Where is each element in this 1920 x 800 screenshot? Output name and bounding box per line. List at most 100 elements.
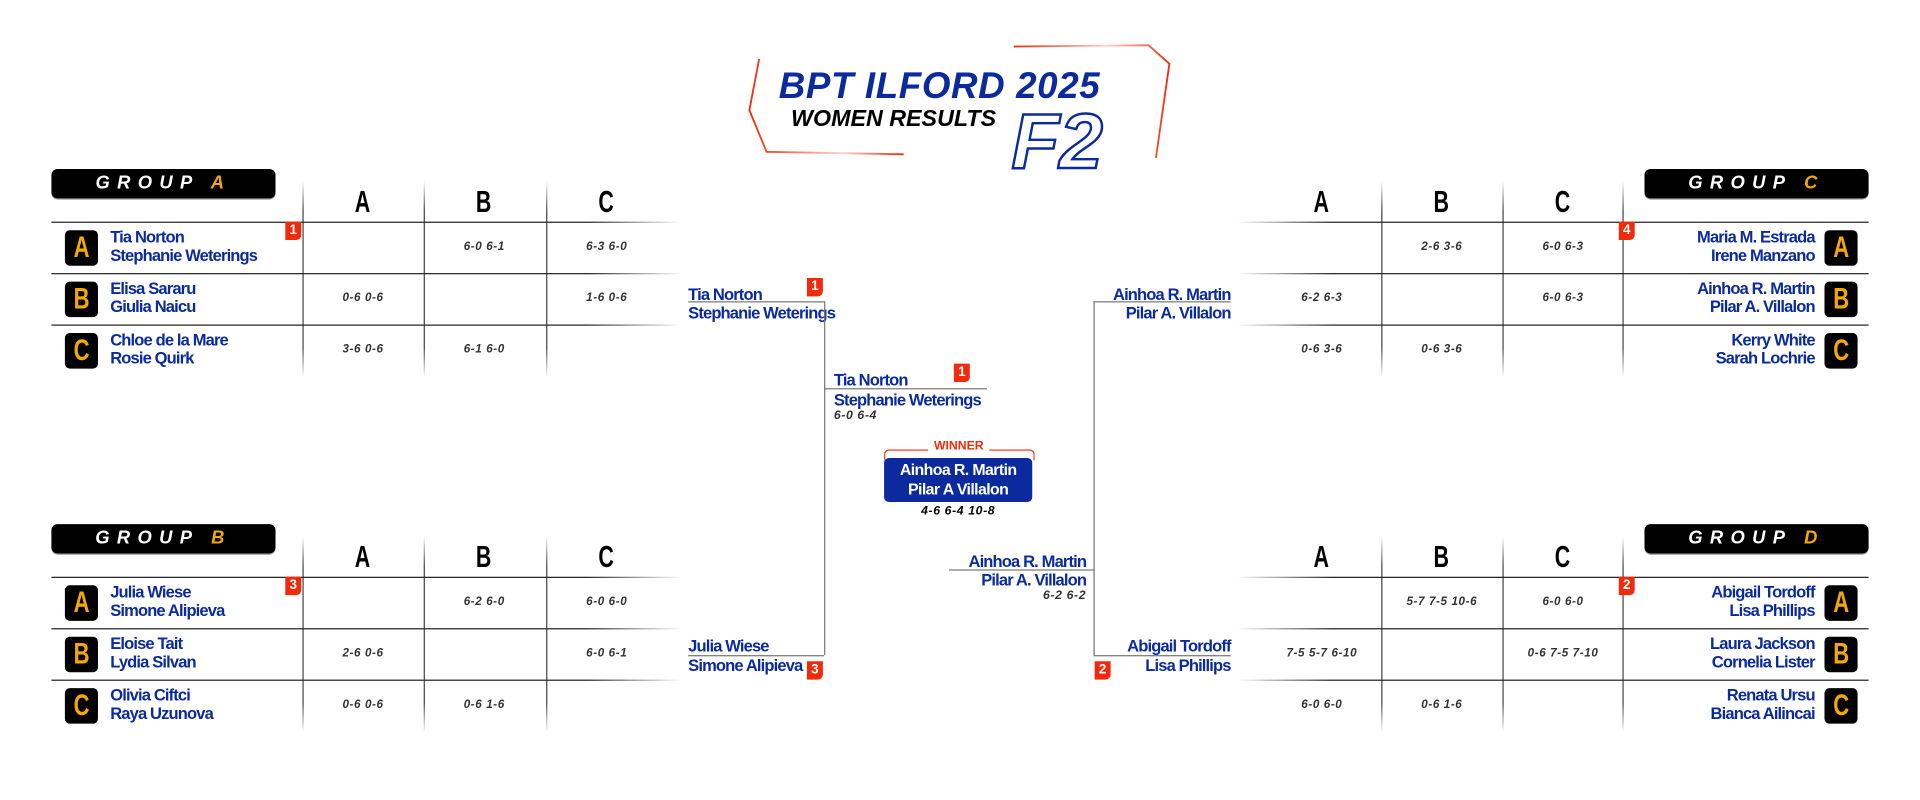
row-divider — [1236, 679, 1869, 681]
grid-divider — [1622, 181, 1624, 378]
group-d-title: GROUP D — [1644, 524, 1869, 554]
player-name: Irene Manzano — [1711, 246, 1816, 265]
bracket-line — [824, 301, 826, 656]
grid-divider — [302, 181, 304, 378]
column-header: B — [475, 540, 492, 575]
grid-divider — [546, 181, 548, 378]
grid-divider — [1381, 181, 1383, 378]
score-cell: 6-1 6-0 — [463, 342, 505, 357]
player-name: Stephanie Weterings — [110, 246, 258, 265]
score-cell: 0-6 3-6 — [1421, 342, 1463, 357]
group-a-title: GROUP A — [51, 168, 276, 199]
team-letter-badge: B — [1824, 281, 1858, 318]
team-letter-badge: A — [64, 585, 98, 621]
score-cell: 0-6 0-6 — [342, 697, 384, 712]
grid-divider — [1502, 536, 1504, 733]
row-divider — [1236, 576, 1869, 578]
player-name: Chloe de la Mare — [110, 330, 229, 349]
team-letter: B — [1833, 282, 1849, 316]
score-cell: 2-6 0-6 — [342, 646, 384, 661]
final-right-p1: Ainhoa R. Martin — [968, 552, 1087, 571]
player-name: Giulia Naicu — [110, 297, 196, 316]
seed-badge: 1 — [806, 277, 823, 297]
column-header: A — [354, 184, 371, 220]
team-letter: B — [1833, 637, 1849, 672]
grid-divider — [1622, 536, 1624, 733]
score-cell: 6-2 6-0 — [463, 595, 505, 609]
player-name: Eloise Tait — [110, 634, 183, 653]
score-cell: 6-0 6-1 — [463, 240, 505, 254]
grid-divider — [423, 536, 425, 733]
bracket-line — [824, 388, 987, 390]
winner-p2: Pilar A Villalon — [908, 480, 1009, 499]
bracket-line — [688, 655, 825, 657]
team-letter: C — [1833, 689, 1849, 723]
final-left-score: 6-0 6-4 — [833, 408, 877, 423]
player-name: Tia Norton — [110, 227, 185, 247]
score-cell: 5-7 7-5 10-6 — [1406, 595, 1478, 609]
grid-divider — [546, 536, 548, 733]
seed-badge: 1 — [953, 363, 970, 383]
player-name: Lisa Phillips — [1729, 601, 1815, 620]
team-letter-badge: A — [1824, 585, 1858, 621]
column-header: C — [598, 184, 614, 220]
winner-label: WINNER — [928, 439, 990, 455]
sf-right-bottom-p1: Abigail Tordoff — [1127, 636, 1231, 656]
score-cell: 0-6 7-5 7-10 — [1527, 646, 1599, 661]
seed-badge: 2 — [1618, 576, 1635, 596]
team-letter-badge: C — [1824, 333, 1858, 369]
grid-divider — [1502, 181, 1504, 378]
team-letter-badge: C — [1824, 688, 1858, 724]
team-letter: B — [73, 282, 90, 316]
column-header: B — [1433, 540, 1449, 575]
group-title-letter: A — [210, 172, 232, 194]
column-header: C — [598, 540, 614, 575]
sf-left-top-p1: Tia Norton — [688, 285, 763, 304]
seed-badge: 4 — [1618, 221, 1635, 241]
title-frame — [748, 44, 1171, 159]
group-title-prefix: GROUP — [95, 527, 199, 549]
player-name: Ainhoa R. Martin — [1697, 279, 1815, 298]
bracket-line — [1093, 655, 1231, 657]
score-cell: 0-6 1-6 — [1421, 697, 1463, 712]
row-divider — [1236, 628, 1869, 630]
bracket-line — [1093, 301, 1231, 303]
row-divider — [1236, 221, 1869, 223]
group-title-prefix: GROUP — [95, 172, 199, 194]
group-title-letter: B — [211, 527, 232, 549]
winner-box: Ainhoa R. Martin Pilar A Villalon — [884, 457, 1033, 503]
score-cell: 6-2 6-3 — [1301, 291, 1343, 305]
player-name: Pilar A. Villalon — [1709, 297, 1816, 316]
column-header: B — [475, 184, 492, 220]
score-cell: 6-0 6-1 — [586, 646, 628, 661]
row-divider — [51, 221, 683, 223]
score-cell: 1-6 0-6 — [586, 291, 628, 305]
score-cell: 6-0 6-3 — [1542, 240, 1584, 254]
player-name: Renata Ursu — [1726, 685, 1816, 705]
player-name: Raya Uzunova — [110, 704, 214, 723]
player-name: Abigail Tordoff — [1711, 582, 1815, 602]
team-letter-badge: A — [1824, 230, 1858, 266]
seed-badge: 1 — [285, 221, 302, 241]
row-divider — [1236, 273, 1869, 275]
team-letter-badge: B — [64, 636, 98, 673]
team-letter-badge: B — [64, 281, 98, 318]
grid-divider — [423, 181, 425, 378]
team-letter: A — [73, 586, 90, 620]
score-cell: 6-3 6-0 — [586, 240, 628, 254]
group-title-prefix: GROUP — [1688, 527, 1792, 549]
team-letter: A — [1833, 586, 1849, 620]
grid-divider — [302, 536, 304, 733]
score-cell: 6-0 6-0 — [1542, 595, 1584, 609]
column-header: A — [1313, 540, 1329, 575]
team-letter: C — [1833, 334, 1849, 368]
score-cell: 7-5 5-7 6-10 — [1286, 646, 1358, 661]
seed-badge: 2 — [1094, 661, 1111, 680]
title-line2: WOMEN RESULTS — [791, 106, 997, 133]
